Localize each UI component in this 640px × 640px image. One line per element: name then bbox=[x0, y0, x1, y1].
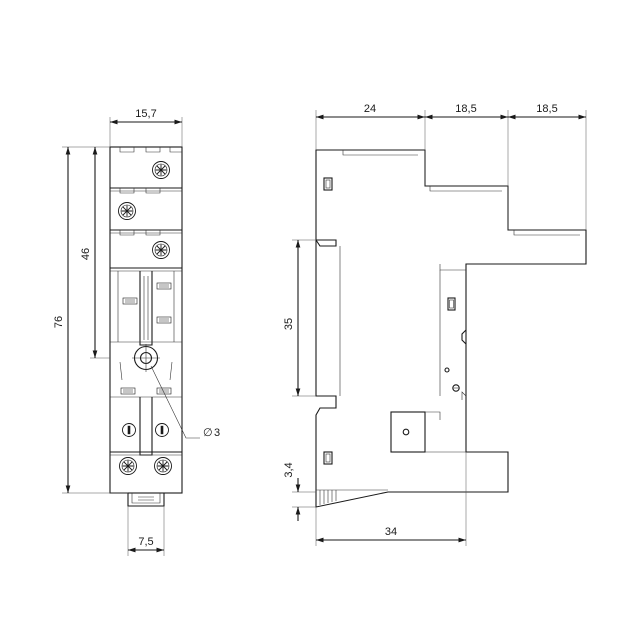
dim-seg2-text: 18,5 bbox=[455, 103, 476, 115]
band-separators bbox=[110, 187, 182, 269]
dim-rail-text: 35 bbox=[283, 318, 295, 330]
side-window-mid bbox=[447, 297, 456, 311]
bottom-latch-detail bbox=[131, 493, 161, 504]
dim-seg1-text: 24 bbox=[364, 103, 376, 115]
socket-side-rails bbox=[117, 271, 175, 342]
side-window-bottom bbox=[323, 451, 333, 465]
side-profile-outline bbox=[315, 149, 587, 508]
dim-depth-text: 34 bbox=[385, 526, 397, 538]
dim-hole-text: 3 bbox=[214, 427, 220, 439]
slot-screw-1 bbox=[122, 423, 136, 437]
side-rail-notch bbox=[461, 329, 467, 345]
ext-side-left bbox=[292, 239, 316, 508]
socket-center-rib bbox=[139, 271, 153, 346]
side-rail-lower-notch bbox=[461, 391, 467, 400]
ext-side-top bbox=[315, 110, 587, 230]
side-window-top-inner bbox=[325, 179, 331, 189]
side-window-mid-inner bbox=[449, 299, 454, 309]
side-pin-hole-2 bbox=[452, 384, 460, 392]
mounting-hole-center bbox=[132, 344, 160, 372]
front-view: 15,7 76 46 7,5 ∅ 3 bbox=[53, 108, 220, 556]
side-terminal-box bbox=[390, 411, 426, 453]
terminal-screw-3 bbox=[152, 241, 170, 259]
dim-pitch-text: 7,5 bbox=[138, 536, 153, 548]
side-terminal-edges bbox=[425, 411, 466, 453]
band-notches bbox=[119, 188, 161, 236]
socket-contact-3 bbox=[156, 316, 172, 324]
diameter-symbol: ∅ bbox=[203, 427, 213, 439]
socket-rib-lines bbox=[143, 276, 149, 340]
dim-width-text: 15,7 bbox=[135, 108, 156, 120]
dim-base-text: 3,4 bbox=[283, 462, 295, 477]
bottom-latch bbox=[127, 493, 165, 507]
socket-guide-lines bbox=[119, 361, 173, 381]
side-pin-hole-1 bbox=[444, 367, 450, 373]
hole-leader bbox=[150, 365, 200, 439]
terminal-screw-5 bbox=[154, 457, 172, 475]
side-view: 24 18,5 18,5 35 3,4 34 bbox=[283, 103, 587, 546]
side-window-bottom-inner bbox=[325, 453, 331, 463]
top-notches bbox=[119, 147, 182, 153]
side-window-top bbox=[323, 177, 333, 191]
ext-pitch bbox=[127, 506, 165, 556]
terminal-screw-4 bbox=[119, 457, 137, 475]
dim-height-text: 76 bbox=[53, 316, 65, 328]
side-bottom-ribs bbox=[319, 490, 337, 505]
side-terminal-hole bbox=[402, 428, 410, 436]
slot-screw-2 bbox=[155, 423, 169, 437]
side-top-lip bbox=[439, 264, 466, 271]
terminal-screw-2 bbox=[118, 202, 136, 220]
terminal-screw-1 bbox=[152, 161, 170, 179]
socket-contact-2 bbox=[156, 282, 172, 290]
dim-seg3-text: 18,5 bbox=[536, 103, 557, 115]
side-top-steps bbox=[342, 150, 580, 236]
lower-center-rib bbox=[139, 397, 153, 456]
dim-partial-text: 46 bbox=[80, 248, 92, 260]
socket-contact-1 bbox=[122, 297, 138, 305]
side-inner-walls bbox=[339, 246, 441, 396]
socket-contact-4 bbox=[120, 387, 136, 395]
